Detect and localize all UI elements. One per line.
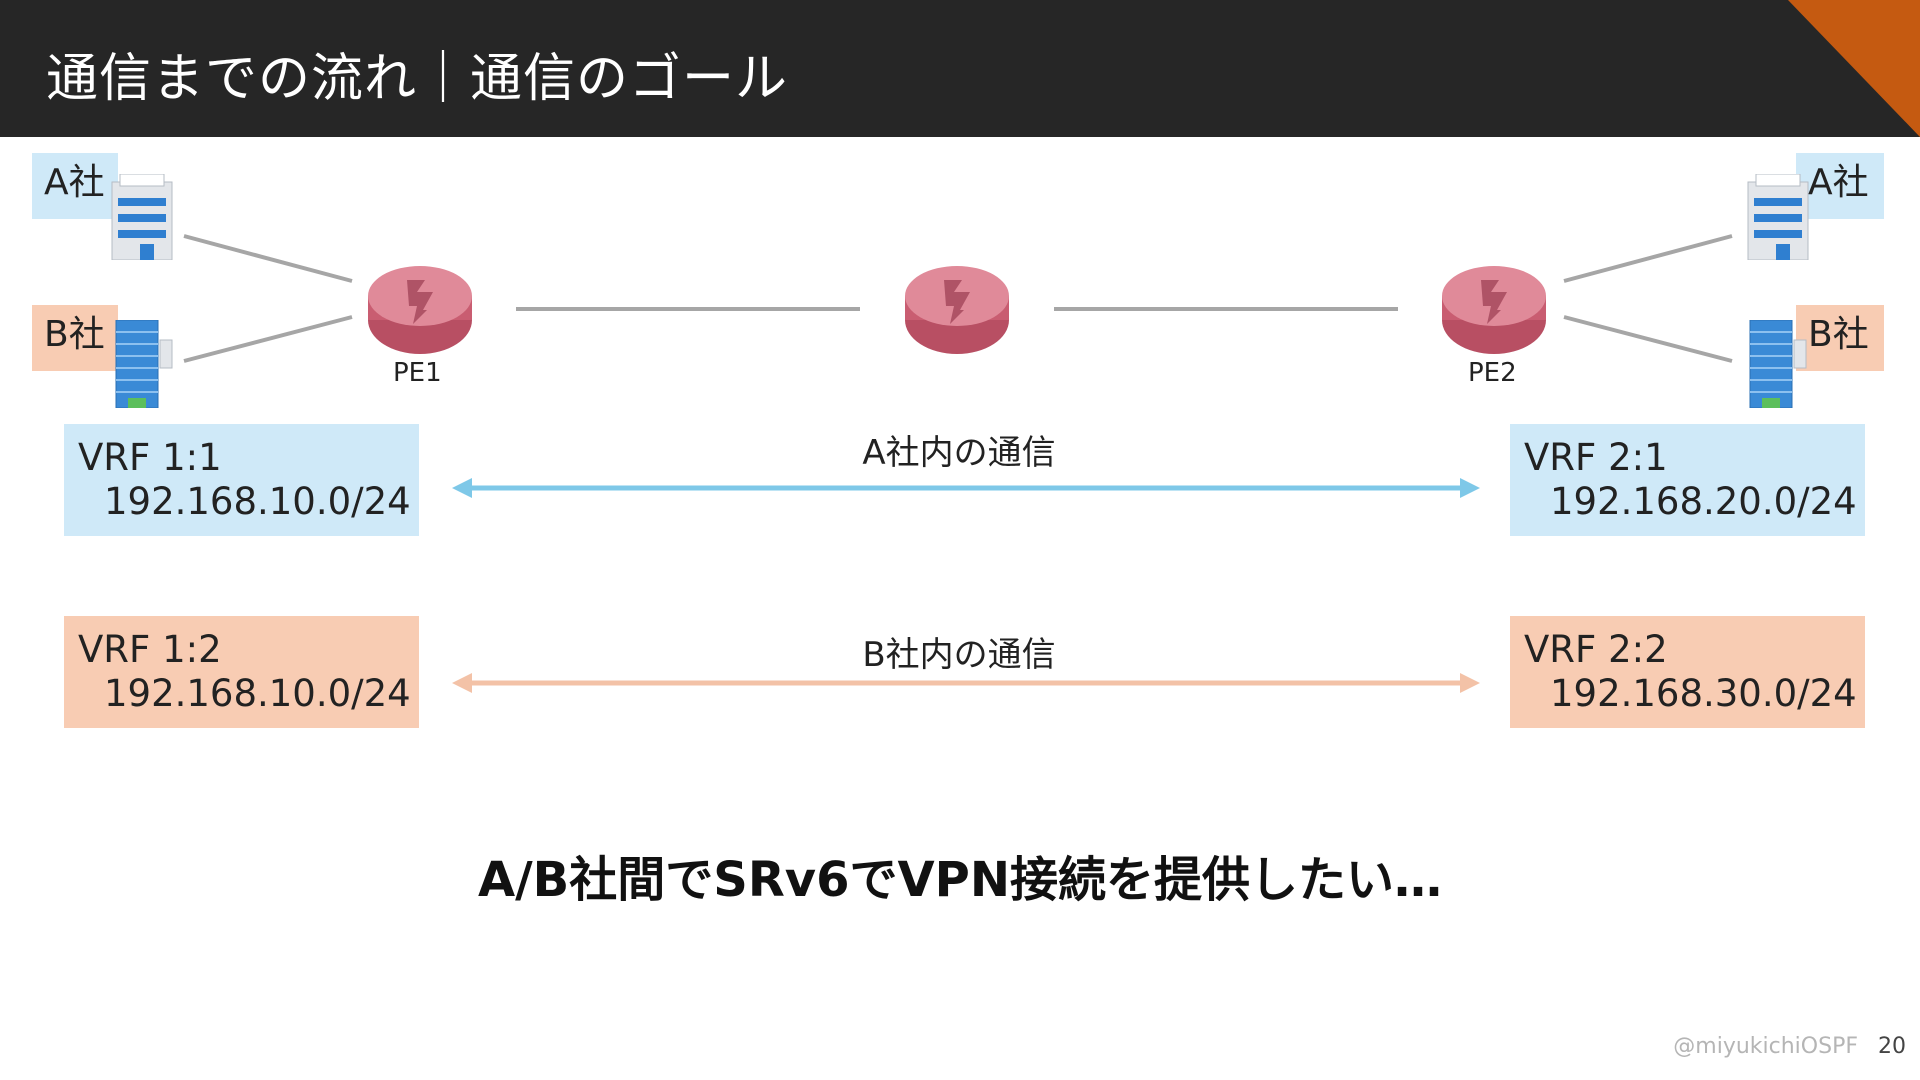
vrf-name: VRF 2:2	[1524, 628, 1668, 671]
office-building-icon	[1747, 174, 1809, 260]
site-label-right-b: B社	[1796, 305, 1884, 371]
link-pe2-right-b	[1563, 315, 1733, 363]
vrf-box-right-a: VRF 2:1 192.168.20.0/24	[1510, 424, 1865, 536]
vrf-network: 192.168.10.0/24	[104, 480, 411, 523]
site-label-right-a: A社	[1796, 153, 1884, 219]
vrf-name: VRF 1:1	[78, 436, 222, 479]
vrf-name: VRF 1:2	[78, 628, 222, 671]
vrf-network: 192.168.20.0/24	[1550, 480, 1857, 523]
author-credit: @miyukichiOSPF	[1673, 1034, 1858, 1059]
slide-header: 通信までの流れ｜通信のゴール	[0, 0, 1920, 137]
flow-arrow-a	[452, 478, 1480, 498]
site-label-text: B社	[44, 314, 105, 355]
router-core-icon	[905, 266, 1009, 354]
flow-arrow-b	[452, 673, 1480, 693]
vrf-name: VRF 2:1	[1524, 436, 1668, 479]
vrf-box-left-a: VRF 1:1 192.168.10.0/24	[64, 424, 419, 536]
site-label-left-b: B社	[32, 305, 118, 371]
site-label-text: B社	[1808, 314, 1869, 355]
link-left-a-pe1	[183, 234, 353, 283]
flow-label-b: B社内の通信	[862, 635, 1056, 675]
tower-building-icon	[1749, 320, 1807, 408]
page-number: 20	[1878, 1034, 1906, 1059]
accent-corner	[1788, 0, 1920, 137]
vrf-network: 192.168.10.0/24	[104, 672, 411, 715]
link-pe2-right-a	[1563, 234, 1733, 283]
slide-title: 通信までの流れ｜通信のゴール	[46, 49, 789, 109]
site-label-left-a: A社	[32, 153, 118, 219]
flow-label-a: A社内の通信	[862, 433, 1056, 473]
vrf-network: 192.168.30.0/24	[1550, 672, 1857, 715]
site-label-text: A社	[44, 162, 105, 203]
office-building-icon	[111, 174, 173, 260]
link-left-b-pe1	[183, 315, 353, 363]
router-label-pe1: PE1	[393, 358, 442, 388]
router-pe1-icon	[368, 266, 472, 354]
tower-building-icon	[115, 320, 173, 408]
vrf-box-right-b: VRF 2:2 192.168.30.0/24	[1510, 616, 1865, 728]
router-pe2-icon	[1442, 266, 1546, 354]
vrf-box-left-b: VRF 1:2 192.168.10.0/24	[64, 616, 419, 728]
goal-message: A/B社間でSRv6でVPN接続を提供したい…	[478, 852, 1442, 908]
site-label-text: A社	[1808, 162, 1869, 203]
router-label-pe2: PE2	[1468, 358, 1517, 388]
